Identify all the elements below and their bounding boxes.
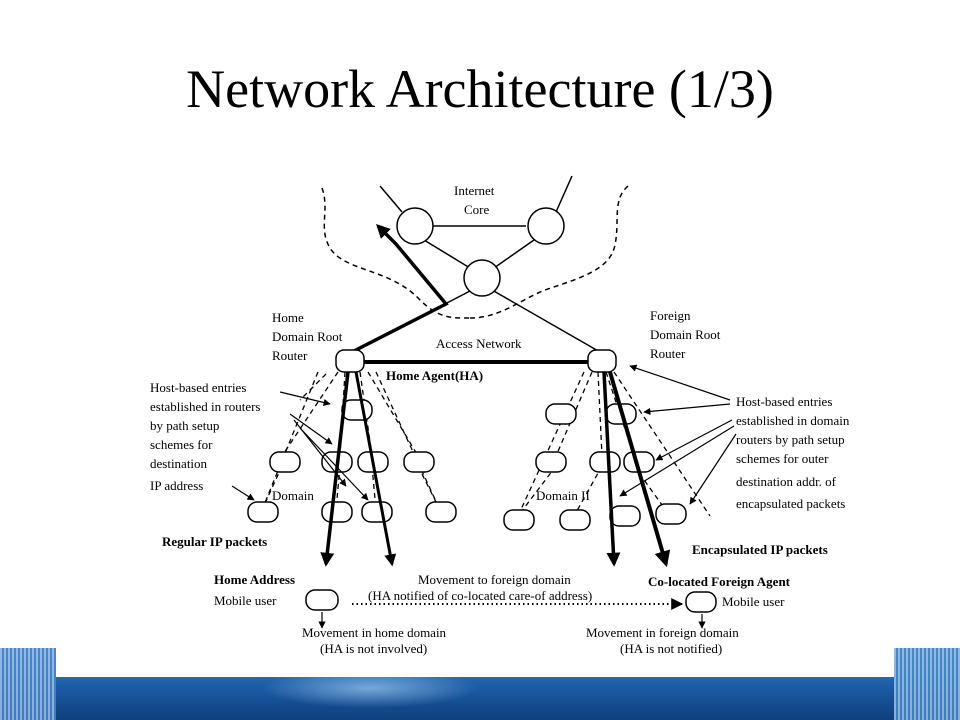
label-movement-home-2: (HA is not involved) — [320, 641, 427, 656]
label-home-agent: Home Agent(HA) — [386, 368, 483, 383]
label-mobile-user-left: Mobile user — [214, 593, 277, 608]
encapsulated-packet-path-2 — [608, 371, 671, 568]
label-left-entries-1: Host-based entries — [150, 380, 246, 395]
label-right-entries-5: destination addr. of — [736, 474, 837, 489]
foreign-router-l4-a — [503, 509, 535, 531]
diagram-panel — [56, 150, 894, 677]
label-movement-in-foreign-1: Movement in foreign domain — [586, 625, 739, 640]
label-foreign-root-1: Foreign — [650, 308, 691, 323]
ha-tunnel-up — [351, 224, 449, 354]
home-router-l2 — [341, 399, 373, 421]
label-home-root-3: Router — [272, 348, 308, 363]
home-router-l4-b — [321, 501, 353, 523]
label-encapsulated-packets: Encapsulated IP packets — [692, 542, 828, 557]
internet-boundary-left — [321, 187, 471, 319]
foreign-domain-root-router — [587, 349, 617, 373]
label-home-root-1: Home — [272, 310, 304, 325]
banner-right-stripes — [894, 648, 960, 720]
label-movement-in-foreign-2: (HA is not notified) — [620, 641, 722, 656]
core-router-bottom — [463, 259, 501, 297]
label-right-entries-6: encapsulated packets — [736, 496, 845, 511]
label-mobile-user-right: Mobile user — [722, 594, 785, 609]
encapsulated-packet-path-1 — [602, 371, 621, 567]
core-external-right — [555, 175, 573, 213]
banner-left-stripes — [0, 648, 56, 720]
home-router-l3-a — [269, 451, 301, 473]
label-colocated-fa: Co-located Foreign Agent — [648, 574, 791, 589]
foreign-router-l3-a — [535, 451, 567, 473]
foreign-router-l4-d — [655, 503, 687, 525]
label-home-address: Home Address — [214, 572, 295, 587]
foreign-router-l4-c — [609, 505, 641, 527]
home-router-l4-a — [247, 501, 279, 523]
mobile-user-home — [305, 589, 339, 611]
label-right-entries-2: established in domain — [736, 413, 850, 428]
home-router-l4-c — [361, 501, 393, 523]
label-left-entries-3: by path setup — [150, 418, 219, 433]
label-left-entries-4: schemes for — [150, 437, 213, 452]
core-link-right — [493, 239, 535, 269]
label-left-entries-5: destination — [150, 456, 208, 471]
mobile-user-foreign — [685, 591, 717, 613]
label-right-entries-3: routers by path setup — [736, 432, 845, 447]
label-domain-i: Domain — [272, 488, 314, 503]
label-internet: Internet — [454, 183, 495, 198]
label-core: Core — [464, 202, 490, 217]
label-movement-foreign-1: Movement to foreign domain — [418, 572, 571, 587]
slide-title: Network Architecture (1/3) — [186, 59, 774, 119]
label-left-entries-6: IP address — [150, 478, 203, 493]
label-movement-home-1: Movement in home domain — [302, 625, 447, 640]
label-foreign-root-2: Domain Root — [650, 327, 721, 342]
core-external-left — [379, 185, 403, 213]
core-router-left — [396, 207, 434, 245]
core-link-left — [423, 239, 471, 269]
foreign-router-l2-a — [545, 403, 577, 425]
home-router-l3-d — [403, 451, 435, 473]
access-link-foreign — [491, 289, 601, 353]
label-access-network: Access Network — [436, 336, 522, 351]
home-domain-root-router — [335, 349, 365, 373]
label-home-root-2: Domain Root — [272, 329, 343, 344]
home-router-l4-d — [425, 501, 457, 523]
label-right-entries-4: schemes for outer — [736, 451, 829, 466]
label-movement-foreign-2: (HA notified of co-located care-of addre… — [368, 588, 592, 603]
label-domain-ii: Domain II — [536, 488, 590, 503]
label-right-entries-1: Host-based entries — [736, 394, 832, 409]
foreign-router-l3-b — [589, 451, 621, 473]
label-regular-packets: Regular IP packets — [162, 534, 267, 549]
core-router-right — [527, 207, 565, 245]
foreign-router-l4-b — [559, 509, 591, 531]
regular-packet-path-2 — [354, 371, 397, 567]
internet-boundary-right — [469, 185, 629, 319]
label-foreign-root-3: Router — [650, 346, 686, 361]
label-left-entries-2: established in routers — [150, 399, 260, 414]
